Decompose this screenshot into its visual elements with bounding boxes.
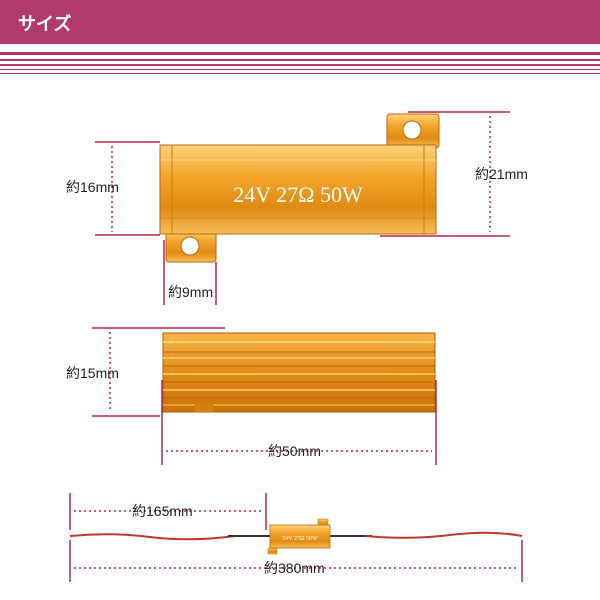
label-length-body: 約50mm: [268, 443, 321, 459]
section-header: サイズ: [0, 0, 600, 44]
label-height-total: 約21mm: [475, 166, 528, 182]
label-height-body: 約16mm: [66, 179, 119, 195]
resistor-top-view: 24V 27Ω 50W: [159, 113, 440, 263]
label-lead-length: 約165mm: [132, 503, 193, 519]
label-tab-width: 約9mm: [168, 284, 213, 300]
section-title: サイズ: [18, 14, 72, 35]
lead-wire-right: [364, 531, 523, 539]
resistor-marking: 24V 27Ω 50W: [233, 182, 363, 207]
dimension-lines: [69, 111, 523, 582]
label-total-length: 約380mm: [264, 560, 325, 576]
resistor-small-marking: 24V 27Ω 50W: [282, 536, 318, 542]
resistor-with-leads: 24V 27Ω 50W: [69, 518, 523, 555]
lead-wire-left: [69, 533, 236, 541]
header-stripes: [0, 44, 600, 84]
resistor-side-view: [162, 332, 436, 413]
label-height-side: 約15mm: [66, 365, 119, 381]
